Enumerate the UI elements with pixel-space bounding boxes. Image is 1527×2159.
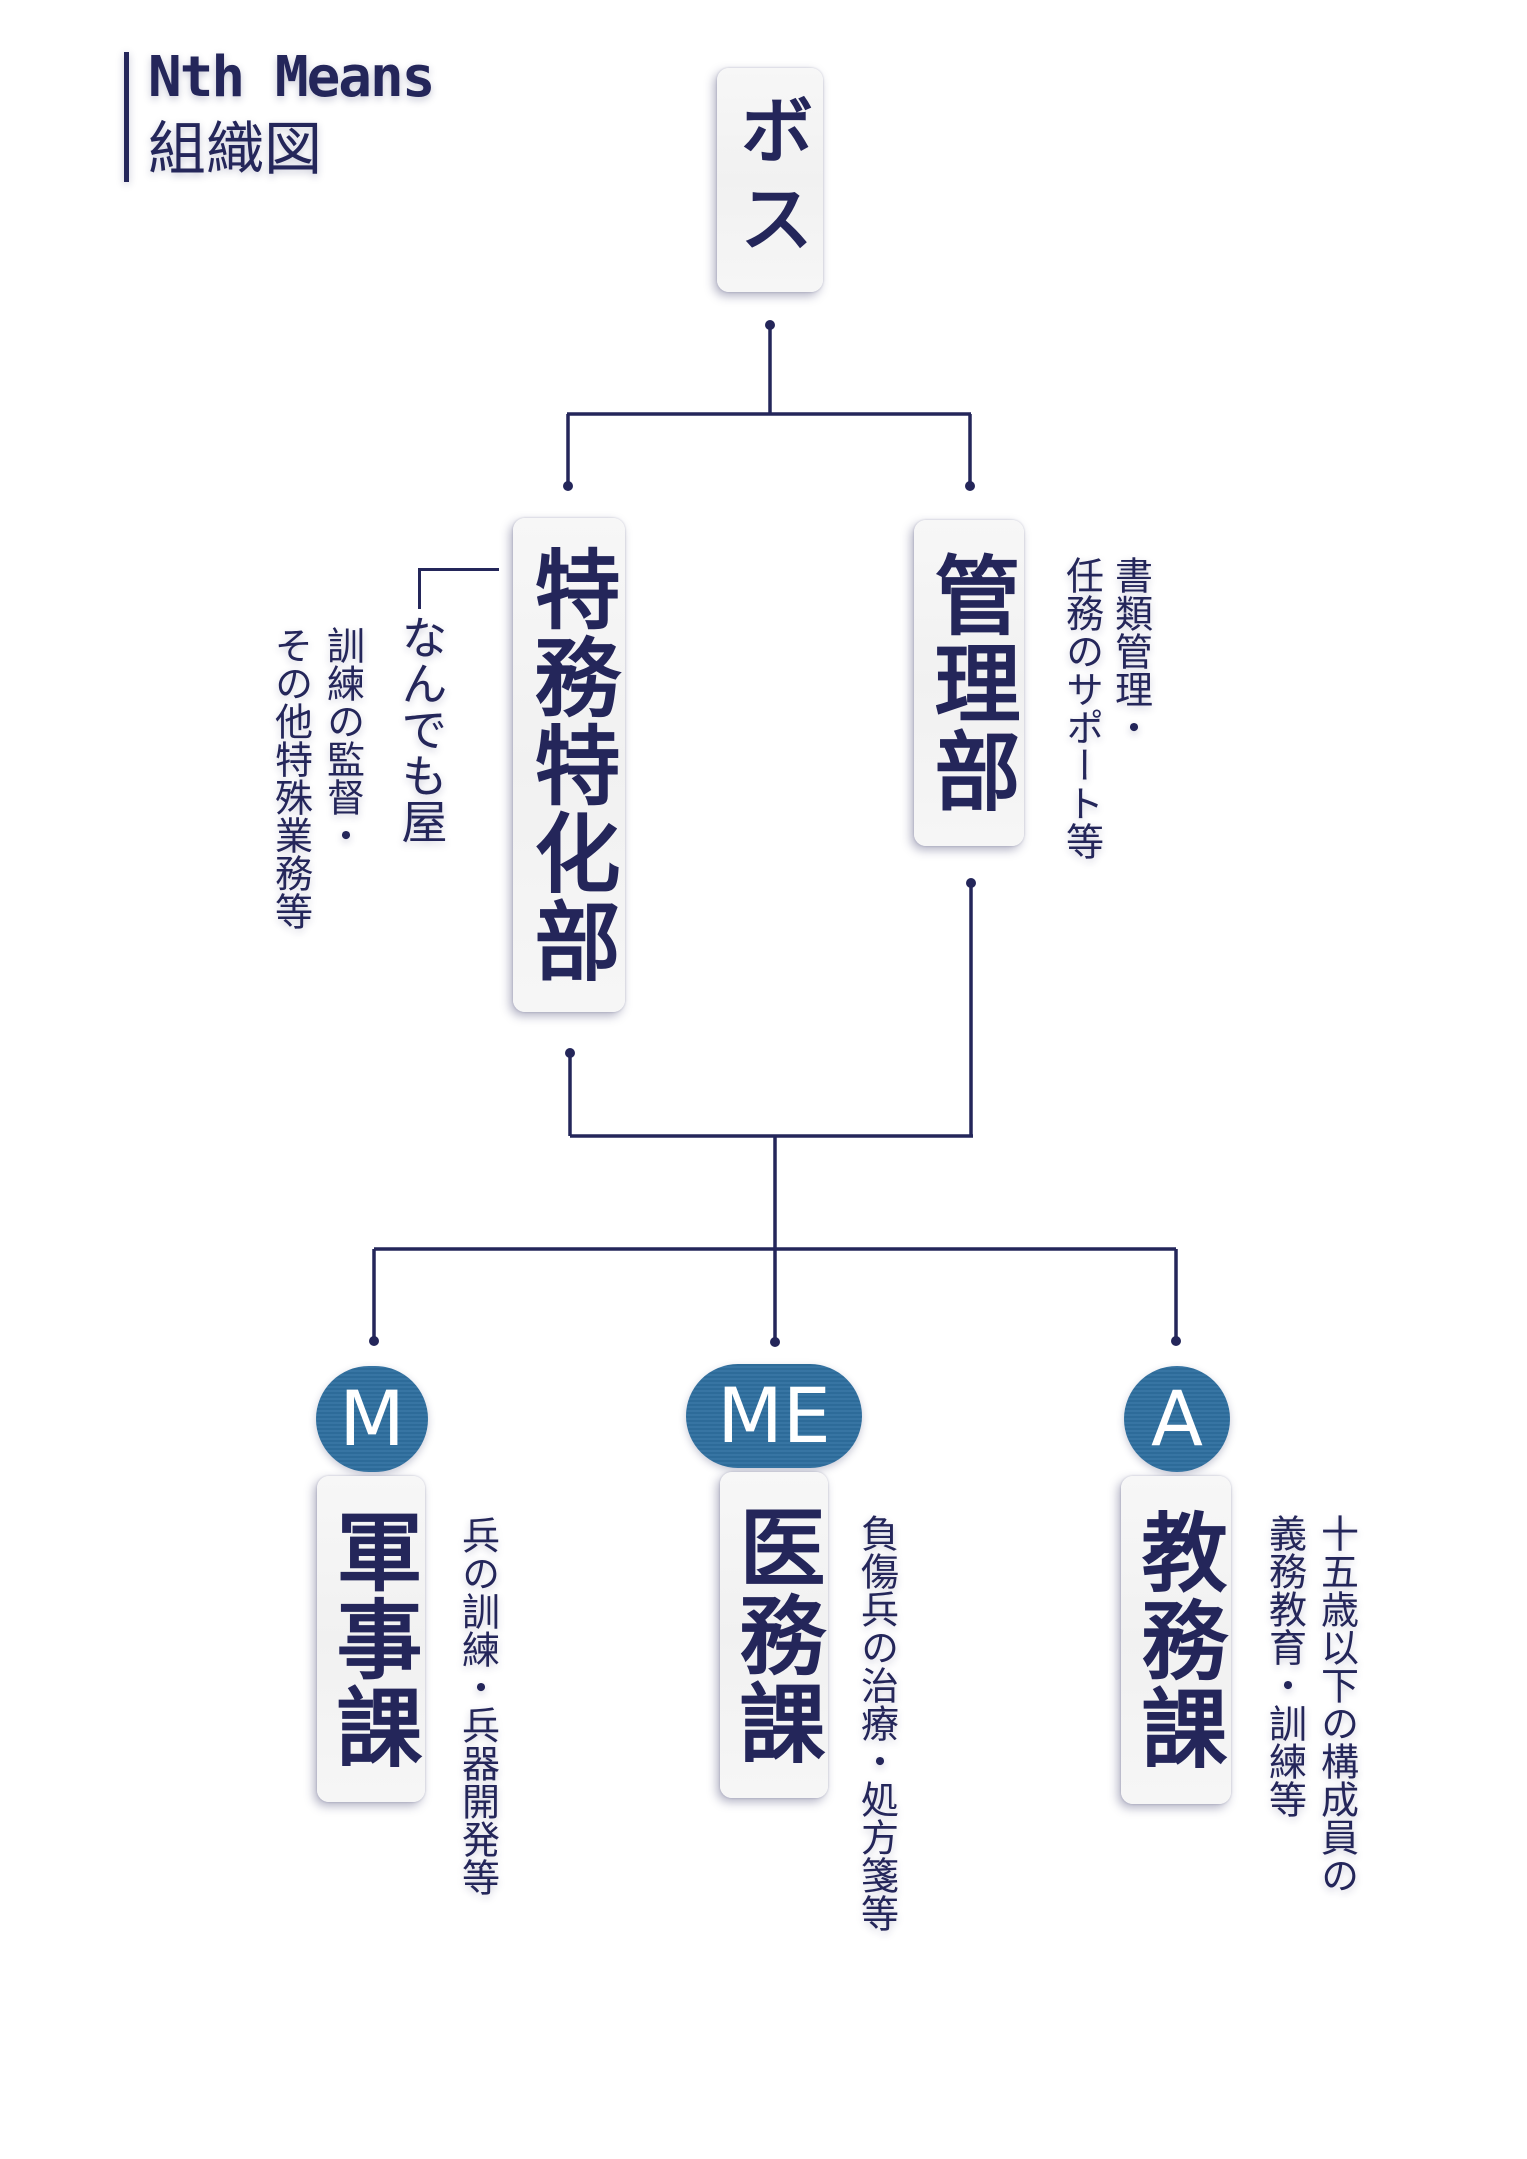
- connector-dot-me: [770, 1337, 780, 1347]
- section-desc-gunji: 兵の訓練・兵器開発等: [455, 1516, 500, 1896]
- section-desc-kyomu-line-2: 義務教育・訓練等: [1262, 1514, 1307, 1818]
- department-desc-kanri-line-2: 任務のサポート等: [1059, 556, 1104, 860]
- connector-dot-tokumu: [563, 481, 573, 491]
- connector-dot-tokumu-bottom: [565, 1048, 575, 1058]
- chart-subtitle: 組織図: [148, 115, 323, 183]
- department-box-tokumu[interactable]: 特務特化部: [513, 518, 625, 1012]
- section-badge-a: A: [1124, 1366, 1230, 1472]
- brand-title: Nth Means: [148, 45, 435, 110]
- department-label-tokumu: 特務特化部: [519, 545, 620, 985]
- connector-dot-kanri: [965, 481, 975, 491]
- connector-dot-m: [369, 1336, 379, 1346]
- department-label-kanri: 管理部: [919, 551, 1020, 815]
- connector-dot-kanri-bottom: [966, 878, 976, 888]
- department-desc-tokumu-line-1: 訓練の監督・: [320, 626, 365, 854]
- boss-label: ボス: [727, 92, 813, 268]
- section-label-gunji: 軍事課: [321, 1507, 422, 1771]
- department-desc-tokumu-line-2: その他特殊業務等: [268, 626, 313, 930]
- department-tagline-tokumu: なんでも屋: [394, 614, 449, 844]
- department-desc-kanri-line-1: 書類管理・: [1108, 556, 1153, 746]
- boss-box[interactable]: ボス: [717, 68, 823, 292]
- section-desc-kyomu-line-1: 十五歳以下の構成員の: [1314, 1514, 1359, 1894]
- section-box-gunji[interactable]: 軍事課: [317, 1476, 425, 1802]
- connector-dot-a: [1171, 1336, 1181, 1346]
- section-label-kyomu: 教務課: [1126, 1508, 1227, 1772]
- section-label-imu: 医務課: [724, 1503, 825, 1767]
- section-badge-me: ME: [686, 1364, 862, 1468]
- section-box-imu[interactable]: 医務課: [720, 1472, 828, 1798]
- connector-dot-boss: [765, 320, 775, 330]
- section-desc-imu: 負傷兵の治療・処方箋等: [854, 1514, 899, 1932]
- tagline-bracket: [418, 568, 499, 609]
- department-box-kanri[interactable]: 管理部: [914, 520, 1024, 846]
- title-accent-bar: [124, 52, 129, 182]
- section-badge-m: M: [316, 1366, 428, 1472]
- section-box-kyomu[interactable]: 教務課: [1121, 1476, 1231, 1804]
